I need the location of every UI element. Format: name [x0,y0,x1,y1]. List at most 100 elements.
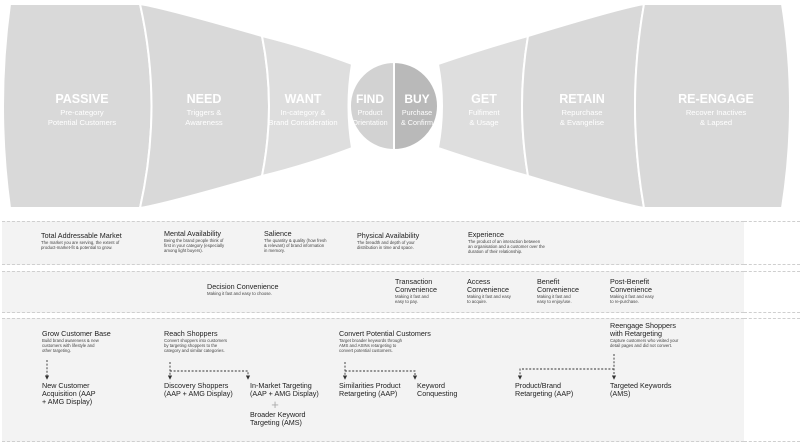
objective-title: Reengage Shoppers [610,321,676,330]
availability-desc-line: in memory. [264,248,285,254]
objective-title: Reach Shoppers [164,329,218,338]
stage-retain: RETAIN Repurchase & Evangelise [521,2,646,210]
convenience-desc-line: easy to enjoy/use. [537,299,572,305]
availability-band-extension [744,221,800,265]
objectives-band-extension [744,318,800,442]
tactic-label-line: In-Market Targeting [250,381,312,390]
convenience-desc-line: Making it fast and [537,294,571,299]
stage-re-engage-shape [634,3,791,209]
objective-desc-line: by targeting shoppers to the [164,343,218,349]
convenience-post-benefit: Post-Benefit Convenience Making it fast … [610,277,680,305]
tactic-label-line: Retargeting (AAP) [339,389,398,399]
stage-want-shape [260,34,354,178]
customer-journey-funnel: PASSIVE Pre-category Potential Customers… [2,2,791,210]
tactic-discovery-shoppers: Discovery Shoppers (AAP + AMG Display) [164,381,259,398]
tactic-similarities-product-retargeting: Similarities Product Retargeting (AAP) [339,381,419,399]
tactic-keyword-conquesting: Keyword Conquesting [417,381,477,399]
objective-reengage-shoppers: Reengage Shoppers with Retargeting Captu… [610,321,720,349]
availability-desc-line: & relevant) of brand information [264,243,325,249]
availability-desc-line: duration of their relationship. [468,249,523,255]
objective-desc-line: Target broader keywords through [339,338,403,343]
convenience-title: Benefit [537,277,560,286]
tactic-broader-keyword-targeting: Broader Keyword Targeting (AMS) [250,410,340,428]
tactic-label-line: Conquesting [417,389,458,399]
stage-get-subtitle-1: Fulfiment [468,108,500,117]
stage-need-title: NEED [187,92,222,106]
availability-desc-line: product-market-fit & potential to grow. [41,245,113,251]
availability-salience: Salience The quantity & quality (how fre… [264,230,349,254]
stage-passive-title: PASSIVE [55,92,108,106]
objective-desc-line: AMS and ASINs retargeting to [339,343,397,349]
availability-band [2,221,744,265]
objective-desc-line: Capture customers who visited your [610,338,679,343]
convenience-band [2,271,744,313]
stage-re-engage-title: RE-ENGAGE [678,92,754,106]
convenience-desc-line: to acquire. [467,299,488,305]
objective-grow-customer-base: Grow Customer Base Build brand awareness… [42,330,137,354]
convenience-desc-line: Making it fast and easy [467,294,511,299]
availability-desc-line: among light buyers). [164,248,203,254]
convenience-desc-line: Making it fast and [395,294,429,299]
stage-retain-shape [521,2,646,210]
stage-re-engage: RE-ENGAGE Recover Inactives & Lapsed [634,3,791,209]
availability-desc-line: Being the brand people think of [164,238,224,243]
convenience-title: Decision Convenience [207,282,279,291]
convenience-desc-line: to re-purchase. [610,299,639,305]
objectives-band [2,318,744,442]
availability-title: Mental Availability [164,229,221,238]
availability-desc-line: The market you are serving, the extent o… [41,240,120,245]
tactic-label-line: Targeting (AMS) [250,418,302,428]
stage-re-engage-subtitle-1: Recover Inactives [686,108,747,117]
tactic-label-line: Keyword [417,381,445,390]
tactic-label-line: Acquisition (AAP [42,389,96,399]
availability-desc-line: distribution in time and space. [357,245,414,251]
convenience-title: Convenience [395,285,437,294]
tactic-product-brand-retargeting: Product/Brand Retargeting (AAP) [515,381,595,398]
tactic-in-market-targeting: In-Market Targeting (AAP + AMG Display) [250,381,340,398]
availability-desc-line: first in your category (especially [164,243,225,249]
convenience-title: Transaction [395,277,433,286]
stage-passive-subtitle-1: Pre-category [60,108,104,117]
convenience-transaction: Transaction Convenience Making it fast a… [395,277,455,305]
objective-desc-line: other targeting. [42,348,71,354]
stage-want-subtitle-2: Brand Consideration [268,118,337,127]
objective-desc-line: Build brand awareness & new [42,338,99,343]
convenience-decision: Decision Convenience Making it fast and … [207,282,307,297]
objective-desc-line: Convert shoppers into customers [164,338,228,343]
tactic-label-line: Broader Keyword [250,410,306,419]
stage-need-subtitle-1: Triggers & [187,108,222,117]
stage-buy-title: BUY [404,92,429,106]
availability-experience: Experience The product of an interaction… [468,231,583,255]
objective-desc-line: convert potential customers. [339,348,393,354]
tactic-targeted-keywords: Targeted Keywords (AMS) [610,381,700,398]
convenience-title: Convenience [610,285,652,294]
stage-passive-shape [2,3,153,209]
availability-desc-line: an organisation and a customer over the [468,244,545,250]
objective-title: with Retargeting [610,329,662,338]
availability-title: Salience [264,229,292,238]
convenience-title: Convenience [537,285,579,294]
convenience-title: Post-Benefit [610,277,650,286]
objective-reach-shoppers: Reach Shoppers Convert shoppers into cus… [164,330,259,354]
stage-need-shape [138,2,270,210]
stage-want: WANT In-category & Brand Consideration [260,34,354,178]
stage-want-subtitle-1: In-category & [280,108,325,117]
stage-passive-subtitle-2: Potential Customers [48,118,117,127]
stage-get: GET Fulfiment & Usage [436,34,530,178]
availability-title: Experience [468,230,504,239]
availability-desc-line: The product of an interaction between [468,239,541,244]
tactic-label-line: Similarities Product [339,381,401,390]
tactic-label-line: New Customer [42,381,90,390]
convenience-title: Convenience [467,285,509,294]
availability-desc-line: The quantity & quality (how fresh [264,238,327,243]
stage-re-engage-subtitle-2: & Lapsed [700,118,732,127]
stage-find-subtitle-2: Orientation [352,118,387,127]
tactic-label-line: Discovery Shoppers [164,381,229,390]
availability-mental-availability: Mental Availability Being the brand peop… [164,230,259,254]
stage-get-title: GET [471,92,497,106]
tactic-label-line: Product/Brand [515,381,561,390]
convenience-desc-line: Making it fast and easy to choose. [207,291,272,296]
tactic-label-line: Targeted Keywords [610,381,672,390]
stage-get-shape [436,34,530,178]
stage-need: NEED Triggers & Awareness [138,2,270,210]
